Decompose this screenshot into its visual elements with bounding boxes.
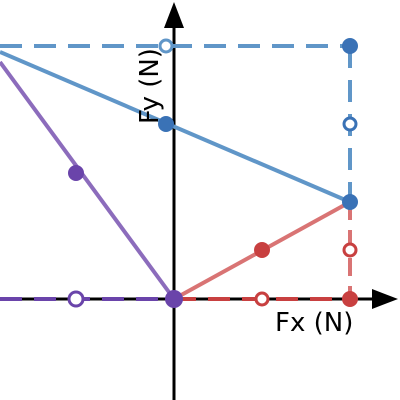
x-axis-arrowhead: [372, 289, 398, 309]
y-axis-label: Fy (N): [135, 48, 165, 124]
red-corner-point: [342, 291, 358, 307]
red-mid-point: [254, 242, 270, 258]
x-axis-label: Fx (N): [275, 308, 353, 338]
red-open-point-horizontal: [254, 291, 270, 307]
blue-tip-point: [342, 194, 358, 210]
blue-open-point: [158, 38, 174, 54]
y-axis-arrowhead: [164, 2, 184, 28]
purple-mid-point: [68, 165, 84, 181]
blue-mid-point: [158, 116, 174, 132]
red-open-point-vertical: [342, 242, 358, 258]
purple-open-point: [67, 290, 85, 308]
blue-corner-point: [342, 38, 358, 54]
blue-open-point-vertical: [342, 116, 358, 132]
purple-origin-point: [165, 290, 183, 308]
blue-vector-line: [0, 50, 351, 204]
purple-vector-line: [0, 60, 176, 301]
